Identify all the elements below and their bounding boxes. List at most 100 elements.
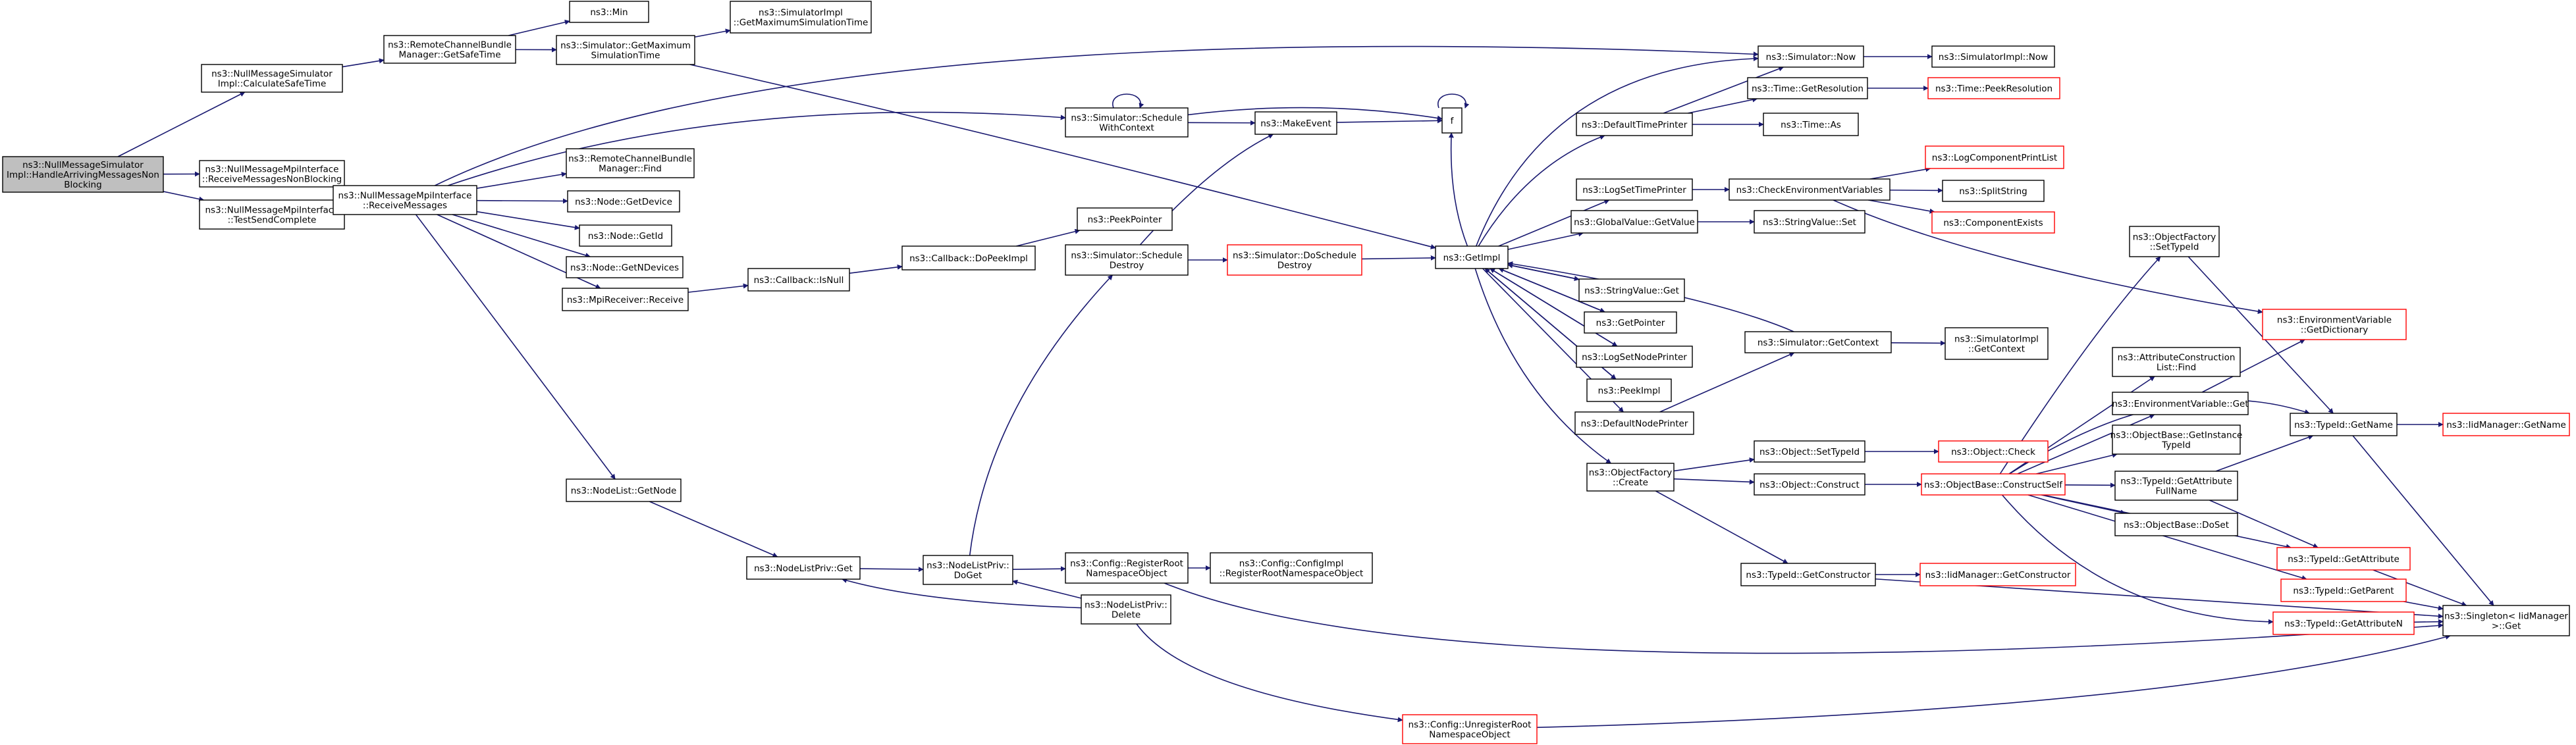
node-getPointer[interactable]: ns3::GetPointer (1584, 311, 1677, 334)
node-getMaxSim[interactable]: ns3::Simulator::GetMaximumSimulationTime (556, 35, 695, 65)
node-obConstructSelf[interactable]: ns3::ObjectBase::ConstructSelf (1921, 473, 2066, 496)
node-getImpl[interactable]: ns3::GetImpl (1435, 245, 1509, 269)
node-label: ns3::IidManager::GetName (2446, 420, 2566, 430)
node-ofCreate[interactable]: ns3::ObjectFactory::Create (1586, 463, 1675, 492)
node-logSetNode[interactable]: ns3::LogSetNodePrinter (1576, 346, 1693, 368)
node-cfgRegRoot[interactable]: ns3::Config::RegisterRootNamespaceObject (1065, 552, 1189, 584)
node-nlpDelete[interactable]: ns3::NodeListPriv::Delete (1081, 594, 1171, 625)
node-simNow[interactable]: ns3::Simulator::Now (1758, 45, 1864, 68)
node-nodeGetId[interactable]: ns3::Node::GetId (579, 224, 672, 247)
node-logCompPrint[interactable]: ns3::LogComponentPrintList (1925, 145, 2064, 169)
node-nlpDoGet[interactable]: ns3::NodeListPriv::DoGet (923, 555, 1013, 585)
node-tidGetAttrN[interactable]: ns3::TypeId::GetAttributeN (2272, 611, 2415, 635)
node-mpiRecv[interactable]: ns3::MpiReceiver::Receive (562, 288, 689, 311)
edge-tidGetName-singletonGet (2352, 435, 2494, 606)
node-label: ns3::ObjectBase::ConstructSelf (1924, 480, 2063, 490)
node-cbDoPeek[interactable]: ns3::Callback::DoPeekImpl (901, 245, 1036, 270)
node-box (1402, 714, 1538, 744)
edge-obConstructSelf-ofSetTypeId (1999, 256, 2161, 475)
node-tidGetName[interactable]: ns3::TypeId::GetName (2290, 413, 2398, 436)
node-label: Delete (1112, 610, 1140, 621)
node-gvGetValue[interactable]: ns3::GlobalValue::GetValue (1570, 210, 1698, 234)
node-makeEvent[interactable]: ns3::MakeEvent (1254, 111, 1337, 135)
node-svGet[interactable]: ns3::StringValue::Get (1578, 278, 1685, 302)
node-recvMsgs[interactable]: ns3::NullMessageMpiInterface::ReceiveMes… (333, 185, 477, 215)
node-box (1586, 378, 1672, 402)
node-min[interactable]: ns3::Min (569, 1, 649, 23)
node-box (1576, 178, 1693, 201)
node-peekImpl[interactable]: ns3::PeekImpl (1586, 378, 1672, 402)
node-iidGetCons[interactable]: ns3::IidManager::GetConstructor (1919, 563, 2076, 586)
node-nodeListGetNode[interactable]: ns3::NodeList::GetNode (566, 478, 682, 502)
node-testSend[interactable]: ns3::NullMessageMpiInterface::TestSendCo… (199, 199, 345, 230)
node-label: ns3::RemoteChannelBundle (568, 154, 692, 165)
edge-getImpl-f (1448, 132, 1468, 247)
node-cbIsNull[interactable]: ns3::Callback::IsNull (747, 268, 850, 292)
node-obDoSet[interactable]: ns3::ObjectBase::DoSet (2114, 513, 2238, 536)
node-defNodePrinter[interactable]: ns3::DefaultNodePrinter (1574, 411, 1694, 435)
node-f[interactable]: f (1441, 107, 1462, 134)
node-timeAs[interactable]: ns3::Time::As (1763, 113, 1859, 136)
node-ofSetTypeId[interactable]: ns3::ObjectFactory::SetTypeId (2129, 226, 2220, 257)
node-envGet[interactable]: ns3::EnvironmentVariable::Get (2112, 392, 2249, 415)
node-implGetMaxSim[interactable]: ns3::SimulatorImpl::GetMaximumSimulation… (730, 1, 872, 34)
edge-recvMsgs-nodeGetId (476, 211, 580, 230)
node-simGetCtx[interactable]: ns3::Simulator::GetContext (1744, 331, 1892, 353)
node-objSetTypeId[interactable]: ns3::Object::SetTypeId (1754, 440, 1865, 463)
node-svSet[interactable]: ns3::StringValue::Set (1754, 210, 1865, 234)
node-box (567, 190, 680, 213)
node-label: ns3::ObjectFactory (2133, 232, 2216, 243)
node-box (2112, 392, 2249, 415)
node-iidGetName[interactable]: ns3::IidManager::GetName (2442, 413, 2570, 436)
node-implNow[interactable]: ns3::SimulatorImpl::Now (1931, 45, 2055, 68)
node-cfgImplRegRoot[interactable]: ns3::Config::ConfigImpl::RegisterRootNam… (1210, 552, 1373, 584)
node-nodeGetNDevices[interactable]: ns3::Node::GetNDevices (566, 256, 684, 278)
node-tidGetCons[interactable]: ns3::TypeId::GetConstructor (1740, 563, 1876, 586)
node-root[interactable]: ns3::NullMessageSimulatorImpl::HandleArr… (2, 156, 164, 193)
node-tidGetParent[interactable]: ns3::TypeId::GetParent (2280, 578, 2407, 602)
node-label: ns3::AttributeConstruction (2118, 353, 2236, 363)
node-label: SimulationTime (591, 51, 660, 61)
node-box (199, 160, 345, 188)
node-implGetCtx[interactable]: ns3::SimulatorImpl::GetContext (1945, 327, 2049, 360)
node-cfgUnregRoot[interactable]: ns3::Config::UnregisterRootNamespaceObje… (1402, 714, 1538, 744)
node-label: ::GetDictionary (2301, 325, 2368, 336)
node-label: ns3::LogSetTimePrinter (1582, 185, 1686, 195)
node-label: Blocking (64, 180, 101, 190)
node-envGetDict[interactable]: ns3::EnvironmentVariable::GetDictionary (2262, 309, 2407, 340)
edge-defTimePrinter-simNow (1663, 66, 1784, 114)
node-nlpGet[interactable]: ns3::NodeListPriv::Get (746, 556, 861, 580)
node-defTimePrinter[interactable]: ns3::DefaultTimePrinter (1576, 113, 1693, 136)
node-box (1747, 77, 1868, 99)
node-checkEnv[interactable]: ns3::CheckEnvironmentVariables (1729, 178, 1891, 201)
node-tidGetAttr[interactable]: ns3::TypeId::GetAttribute (2276, 547, 2411, 571)
edge-ofCreate-objConstruct (1673, 478, 1755, 485)
node-compExists[interactable]: ns3::ComponentExists (1931, 211, 2055, 234)
node-nodeGetDevice[interactable]: ns3::Node::GetDevice (567, 190, 680, 213)
node-splitString[interactable]: ns3::SplitString (1942, 180, 2045, 202)
node-box (1942, 180, 2045, 202)
node-label: ns3::NullMessageMpiInterface (338, 191, 471, 201)
node-logSetTime[interactable]: ns3::LogSetTimePrinter (1576, 178, 1693, 201)
node-objConstruct[interactable]: ns3::Object::Construct (1754, 473, 1865, 496)
node-timeGetRes[interactable]: ns3::Time::GetResolution (1747, 77, 1868, 99)
node-calcSafe[interactable]: ns3::NullMessageSimulatorImpl::Calculate… (201, 64, 343, 93)
node-singletonGet[interactable]: ns3::Singleton< IidManager >::Get (2442, 605, 2570, 636)
node-box (1945, 327, 2049, 360)
edge-getImpl-ofCreate (1474, 268, 1612, 464)
node-recvNonBlock[interactable]: ns3::NullMessageMpiInterface::ReceiveMes… (199, 160, 345, 188)
node-timePeekRes[interactable]: ns3::Time::PeekResolution (1927, 77, 2060, 99)
node-peekPointer[interactable]: ns3::PeekPointer (1077, 207, 1173, 231)
node-label: ns3::TypeId::GetAttribute (2288, 554, 2400, 565)
edge-obConstructSelf-tidGetAttrN (2001, 494, 2274, 625)
node-objCheck[interactable]: ns3::Object::Check (1938, 440, 2049, 463)
node-rcbmGetSafe[interactable]: ns3::RemoteChannelBundleManager::GetSafe… (383, 35, 516, 64)
